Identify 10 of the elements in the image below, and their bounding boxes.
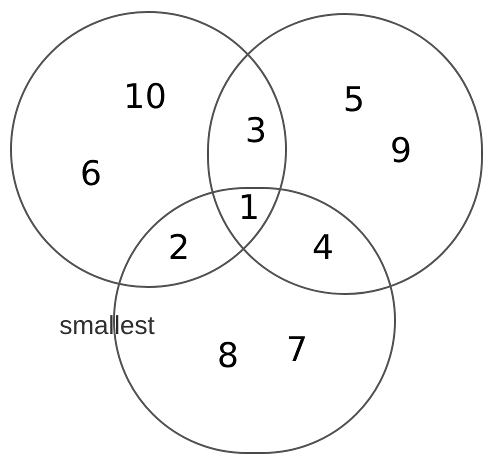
region-number: 2 — [168, 231, 190, 265]
region-number: 5 — [343, 83, 365, 117]
region-number: 7 — [286, 333, 308, 367]
region-number: 9 — [390, 134, 412, 168]
region-number: 8 — [217, 339, 239, 373]
region-number: 1 — [238, 191, 260, 225]
region-number: 3 — [245, 114, 267, 148]
region-number: 10 — [123, 80, 167, 114]
region-number: 6 — [80, 157, 102, 191]
region-number: 4 — [312, 231, 334, 265]
